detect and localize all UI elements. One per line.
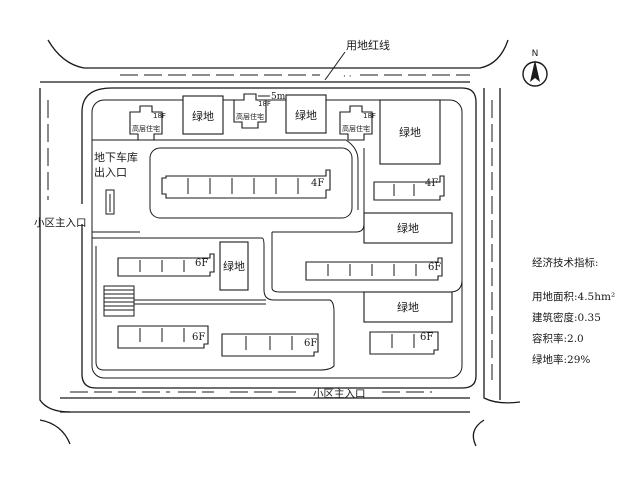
highrise-tag-3: 18F: [363, 112, 376, 120]
slab-building-2: 4F: [373, 175, 445, 201]
green-space-1: [182, 95, 224, 135]
green-label-4: 绿地: [397, 221, 419, 235]
slab-building-1: 4F: [161, 169, 331, 199]
green-label-1: 绿地: [192, 109, 214, 123]
slab-building-4: 6F: [305, 257, 443, 281]
inner-block-north: [149, 147, 353, 219]
indicator-site-area: 用地面积:4.5hm²: [532, 291, 616, 303]
highrise-tag-1: 18F: [153, 112, 166, 120]
red-line-leader: [324, 51, 346, 81]
road-dots: · ·: [343, 72, 352, 82]
entrance-west-label: 小区主入口: [34, 217, 87, 229]
slab-building-5: 6F: [117, 325, 209, 349]
site-boundary: [81, 87, 477, 389]
indicators-title: 经济技术指标:: [532, 257, 599, 269]
green-space-6: [363, 291, 453, 323]
indicator-far: 容积率:2.0: [532, 333, 584, 345]
green-label-5: 绿地: [223, 259, 245, 273]
indicators-panel: 经济技术指标: 用地面积:4.5hm² 建筑密度:0.35 容积率:2.0 绿地…: [532, 255, 618, 371]
highrise-tag-2: 18F: [258, 100, 271, 108]
highrise-name-3: 高层住宅: [342, 124, 370, 133]
indicator-green-ratio: 绿地率:29%: [532, 354, 591, 366]
north-letter: N: [532, 49, 539, 59]
slab-building-3: 6F: [117, 253, 215, 277]
garage-label-2: 出入口: [94, 165, 127, 179]
highrise-name-1: 高层住宅: [132, 124, 160, 133]
entrance-south-label: 小区主入口: [313, 388, 366, 400]
green-label-3: 绿地: [399, 125, 421, 139]
setback-label: 5m: [271, 92, 286, 102]
garage-label-1: 地下车库: [94, 150, 138, 164]
green-space-5: [219, 241, 249, 291]
inner-loop-outer: [91, 99, 463, 379]
highrise-3: 18F 高层住宅: [339, 105, 376, 141]
highrise-1: 18F 高层住宅: [129, 105, 166, 141]
parking-stalls: [103, 285, 266, 317]
floors-6f-a: 6F: [195, 258, 208, 269]
floors-6f-b: 6F: [428, 262, 441, 273]
red-line-label: 用地红线: [346, 38, 390, 52]
road-edges: [39, 39, 521, 447]
road-north-inner: [92, 139, 359, 210]
green-label-6: 绿地: [397, 300, 419, 314]
floors-4f-a: 4F: [311, 178, 324, 189]
green-space-4: [363, 212, 453, 244]
inner-block-south: [92, 231, 335, 371]
highrise-2: 18F 高层住宅: [233, 93, 271, 129]
north-arrow-icon: N: [522, 49, 548, 87]
floors-6f-d: 6F: [304, 338, 317, 349]
indicator-building-density: 建筑密度:0.35: [532, 312, 601, 324]
floors-6f-e: 6F: [420, 332, 433, 343]
green-space-2: [285, 94, 327, 134]
floors-6f-c: 6F: [192, 332, 205, 343]
floors-4f-b: 4F: [425, 178, 438, 189]
green-label-2: 绿地: [295, 108, 317, 122]
slab-building-6: 6F: [221, 333, 319, 357]
road-east-west: [271, 232, 463, 293]
green-space-3: [379, 99, 441, 165]
garage-ramp: [105, 189, 115, 215]
slab-building-7: 6F: [369, 331, 439, 355]
highrise-name-2: 高层住宅: [236, 112, 264, 121]
